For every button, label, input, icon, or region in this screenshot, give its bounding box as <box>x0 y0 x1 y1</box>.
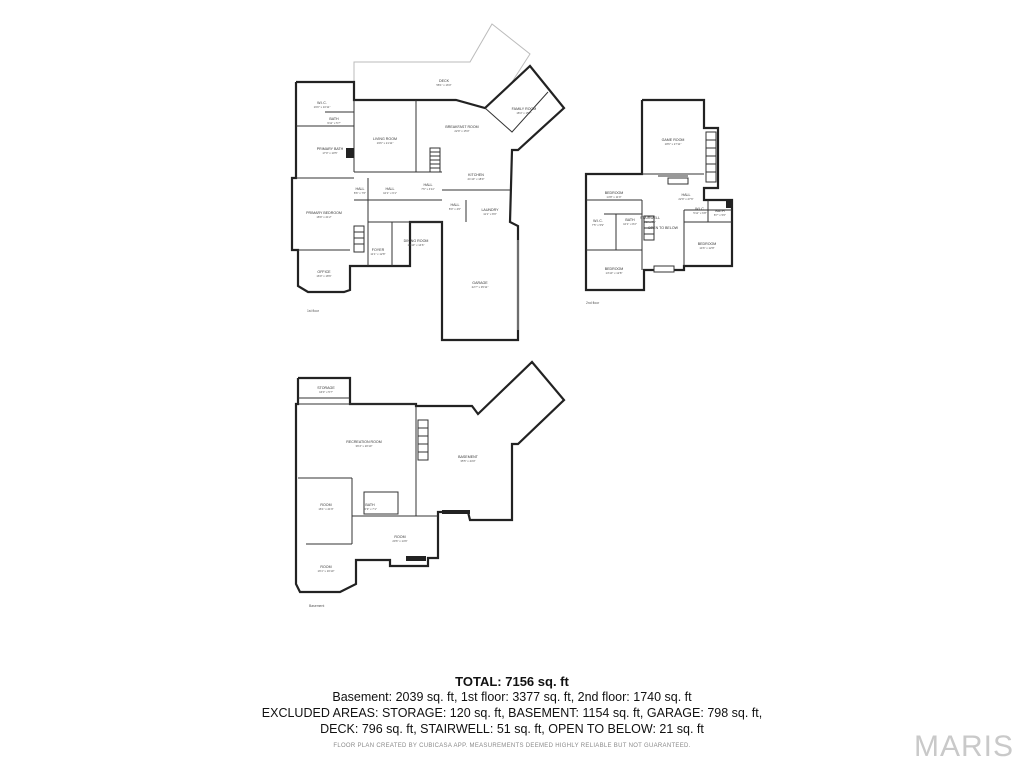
bath4-label: BATH <box>365 503 375 507</box>
living-room-dims: 19'6" x 21'11" <box>377 141 394 145</box>
wic1-label: W.I.C. <box>317 101 327 105</box>
room1-dims: 16'1" x 21'9" <box>318 507 333 511</box>
bath3-label: BATH <box>715 209 725 213</box>
laundry-dims: 11'1" x 8'0" <box>483 212 497 216</box>
first-floor-walls <box>290 64 566 342</box>
room2-label: ROOM <box>394 535 405 539</box>
basement-room-label: BASEMENT <box>458 455 479 459</box>
room3-dims: 16'1" x 16'10" <box>318 569 335 573</box>
second-floor-stairs <box>643 131 717 241</box>
wic3-label: W.I.C. <box>695 207 705 211</box>
bedroom-c-dims: 14'6" x 12'8" <box>699 246 714 250</box>
excluded-areas-continued: DECK: 796 sq. ft, STAIRWELL: 51 sq. ft, … <box>320 722 704 736</box>
hall3-dims: 7'6" x 4'11" <box>421 187 435 191</box>
dining-room-dims: 13'10" x 14'6" <box>408 243 425 247</box>
breakfast-room-dims: 22'9" x 15'0" <box>454 129 469 133</box>
recreation-room-label: RECREATION ROOM <box>346 440 381 444</box>
first-floor-stairs <box>353 147 441 253</box>
second-floor-plan: GAME ROOM 18'6" x 27'11" BEDROOM 14'8" x… <box>584 98 734 305</box>
hall3-label: HALL <box>424 183 433 187</box>
game-room-label: GAME ROOM <box>662 138 685 142</box>
laundry-label: LAUNDRY <box>481 208 499 212</box>
hall4-dims: 8'0" x 4'0" <box>449 207 461 211</box>
family-room-label: FAMILY ROOM <box>512 107 537 111</box>
recreation-room-dims: 36'4" x 20'10" <box>356 444 373 448</box>
first-floor-plan: DECK 58'1" x 16'0" FAMILY ROOM 18'4" x 1… <box>290 23 566 342</box>
hall5-label: HALL <box>682 193 691 197</box>
primary-bath-dims: 17'0" x 10'5" <box>322 151 337 155</box>
basement-room-dims: 35'5" x 44'0" <box>460 459 475 463</box>
deck-dims: 58'1" x 16'0" <box>436 83 451 87</box>
bath4-dims: 10'9" x 7'1" <box>363 507 377 511</box>
garage-dims: 22'7" x 35'11" <box>472 285 489 289</box>
disclaimer: FLOOR PLAN CREATED BY CUBICASA APP. MEAS… <box>333 743 691 749</box>
bedroom-c-label: BEDROOM <box>698 242 717 246</box>
basement-stairs <box>417 419 429 461</box>
primary-bath-label: PRIMARY BATH <box>317 147 344 151</box>
basement-walls <box>294 360 566 594</box>
wic3-dims: 5'11" x 6'8" <box>693 211 707 215</box>
maris-logo: MARIS <box>913 730 1014 763</box>
excluded-areas: EXCLUDED AREAS: STORAGE: 120 sq. ft, BAS… <box>261 706 763 720</box>
hall1-label: HALL <box>356 187 365 191</box>
office-dims: 16'0" x 18'6" <box>316 274 331 278</box>
first-floor-caption: 1st floor <box>307 309 320 313</box>
bath1-label: BATH <box>329 117 339 121</box>
primary-bedroom-label: PRIMARY BEDROOM <box>306 211 342 215</box>
second-floor-caption: 2nd floor <box>586 301 600 305</box>
bedroom-a-dims: 14'8" x 11'9" <box>606 195 621 199</box>
hall1-dims: 8'6" x 7'6" <box>354 191 366 195</box>
storage-dims: 16'0" x 5'7" <box>319 390 333 394</box>
bath3-dims: 8'7" x 5'0" <box>714 213 726 217</box>
bedroom-b-label: BEDROOM <box>605 267 624 271</box>
room2-dims: 20'6" x 14'6" <box>392 539 407 543</box>
garage-label: GARAGE <box>472 281 488 285</box>
hall5-dims: 22'9" x 27'6" <box>678 197 693 201</box>
storage-label: STORAGE <box>317 386 335 390</box>
stairwell-dims: 6'1" x 7'5" <box>644 220 656 224</box>
kitchen-dims: 21'10" x 18'9" <box>468 177 485 181</box>
bath2-label: BATH <box>625 218 635 222</box>
bedroom-b-dims: 13'10" x 12'8" <box>606 271 623 275</box>
family-room-walls <box>484 91 549 133</box>
second-floor-walls <box>584 98 734 292</box>
basement-caption: Basement <box>309 604 324 608</box>
primary-bedroom-dims: 18'9" x 21'2" <box>316 215 331 219</box>
wic1-dims: 16'0" x 10'11" <box>314 105 331 109</box>
office-label: OFFICE <box>317 270 331 274</box>
kitchen-label: KITCHEN <box>468 173 484 177</box>
room1-label: ROOM <box>320 503 331 507</box>
family-room-dims: 18'4" x 15'7" <box>516 111 531 115</box>
hall2-dims: 10'1" x 6'1" <box>383 191 397 195</box>
room3-label: ROOM <box>320 565 331 569</box>
deck-outline <box>353 23 531 100</box>
stairwell-label: STAIRWELL <box>640 216 660 220</box>
open-below-label: OPEN TO BELOW <box>648 226 679 230</box>
wic2-label: W.I.C. <box>593 219 603 223</box>
game-room-dims: 18'6" x 27'11" <box>665 142 682 146</box>
breakfast-room-label: BREAKFAST ROOM <box>445 125 478 129</box>
total-area: TOTAL: 7156 sq. ft <box>455 674 569 689</box>
floor-areas: Basement: 2039 sq. ft, 1st floor: 3377 s… <box>332 690 692 704</box>
wic2-dims: 7'5" x 5'9" <box>592 223 604 227</box>
hall4-label: HALL <box>451 203 460 207</box>
living-room-label: LIVING ROOM <box>373 137 397 141</box>
hall2-label: HALL <box>386 187 395 191</box>
deck-label: DECK <box>439 79 450 83</box>
floor-plans: DECK 58'1" x 16'0" FAMILY ROOM 18'4" x 1… <box>290 23 734 608</box>
basement-plan: STORAGE 16'0" x 5'7" RECREATION ROOM 36'… <box>294 360 566 608</box>
foyer-label: FOYER <box>372 248 385 252</box>
bath1-dims: 9'11" x 5'7" <box>327 121 341 125</box>
bedroom-a-label: BEDROOM <box>605 191 624 195</box>
bath2-dims: 10'1" x 8'2" <box>623 222 637 226</box>
dining-room-label: DINING ROOM <box>404 239 429 243</box>
foyer-dims: 11'1" x 12'8" <box>370 252 385 256</box>
